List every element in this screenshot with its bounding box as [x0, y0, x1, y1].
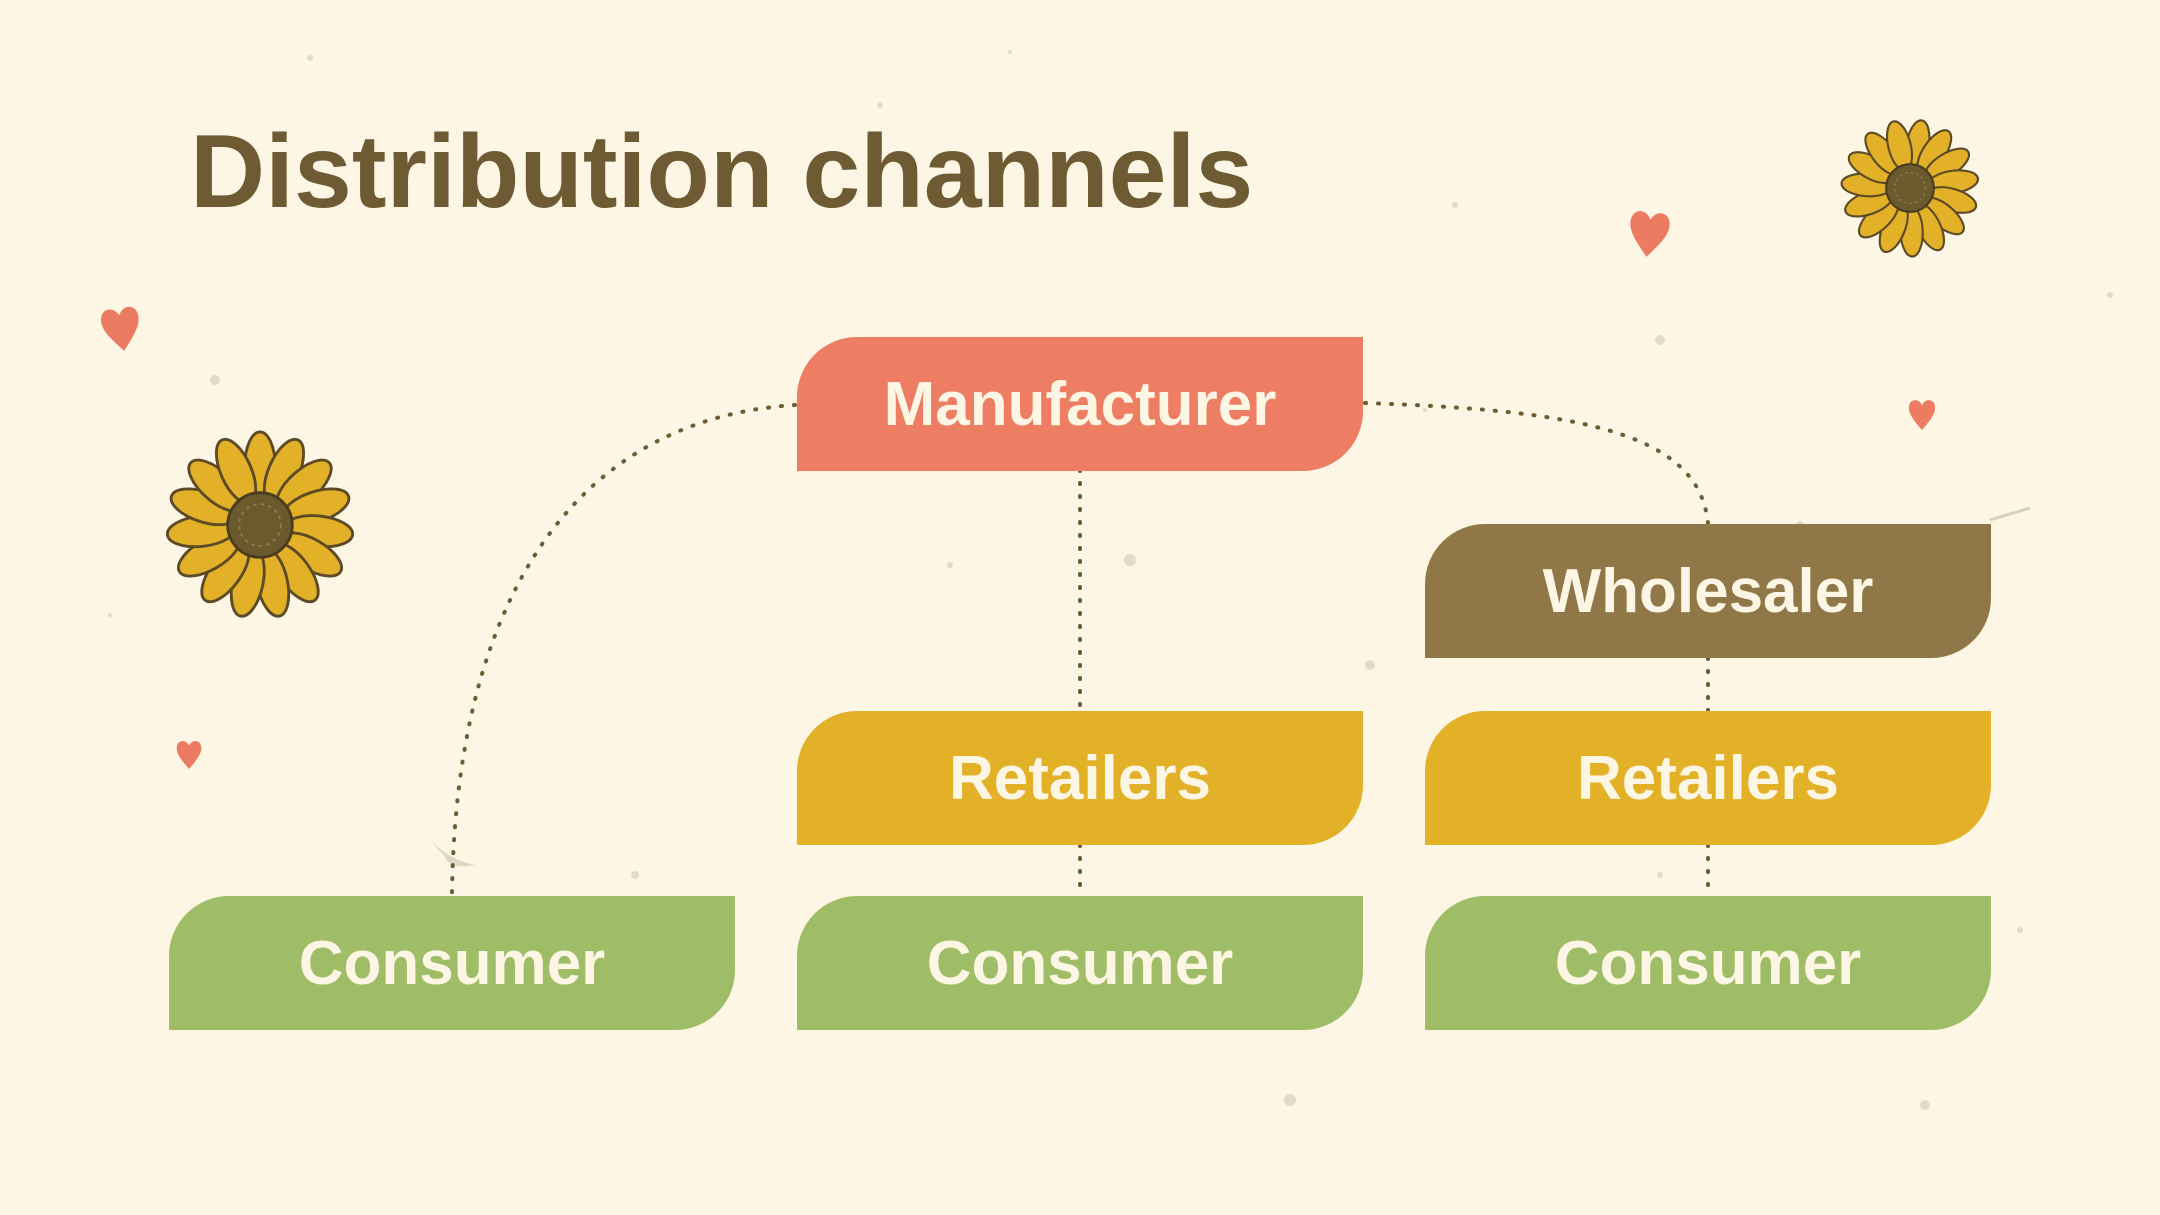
sunflower-icon [1840, 119, 1980, 258]
consumer-label: Consumer [298, 928, 606, 998]
sunflower-icon [165, 430, 355, 618]
heart-icon [101, 306, 139, 351]
retailers-label: Retailers [949, 743, 1211, 813]
consumer-node-via-wholesaler: Consumer [1425, 896, 1991, 1030]
consumer-node-via-retailers: Consumer [797, 896, 1363, 1030]
slide-title: Distribution channels [190, 114, 1254, 230]
retailers-node-direct: Retailers [797, 711, 1363, 845]
heart-icon [1908, 400, 1936, 430]
manufacturer-label: Manufacturer [883, 369, 1277, 439]
wholesaler-node: Wholesaler [1425, 524, 1991, 658]
manufacturer-node: Manufacturer [797, 337, 1363, 471]
retailers-node-via-wholesaler: Retailers [1425, 711, 1991, 845]
consumer-node-direct: Consumer [169, 896, 735, 1030]
wholesaler-label: Wholesaler [1542, 556, 1874, 626]
heart-icon [176, 740, 202, 769]
consumer-label: Consumer [1554, 928, 1862, 998]
heart-icon [1630, 211, 1670, 257]
consumer-label: Consumer [926, 928, 1234, 998]
retailers-label: Retailers [1577, 743, 1839, 813]
